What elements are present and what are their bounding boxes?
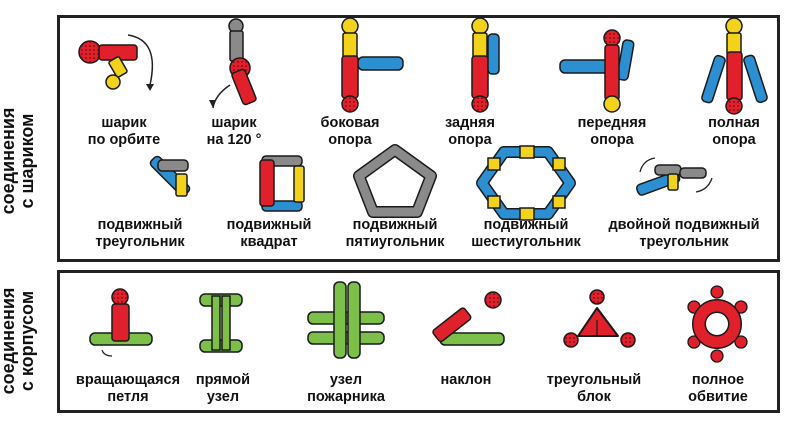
caption-triangle-block: треугольный блок — [534, 372, 654, 406]
caption-line: подвижный — [483, 217, 569, 233]
caption-line: квадрат — [240, 234, 298, 250]
caption-double-moving-triangle: двойной подвижный треугольник — [598, 217, 770, 251]
moving-square-figure — [259, 155, 305, 212]
ball-120-figure — [209, 18, 257, 109]
caption-full-support: полная опора — [694, 115, 774, 149]
caption-rear-support: задняя опора — [430, 115, 510, 149]
caption-moving-triangle: подвижный треугольник — [88, 217, 192, 251]
caption-line: шарик — [211, 115, 257, 131]
rotating-loop-figure — [89, 288, 153, 357]
caption-firefighter-knot: узел пожарника — [284, 372, 408, 406]
caption-line: двойной подвижный — [608, 217, 760, 233]
caption-line: обвитие — [688, 389, 748, 405]
moving-triangle-figure — [149, 155, 191, 197]
caption-orbit-ball: шарик по орбите — [76, 115, 172, 149]
incline-figure — [432, 291, 505, 346]
caption-line: пятиугольник — [345, 234, 445, 250]
caption-line: задняя — [445, 115, 495, 131]
caption-moving-hexagon: подвижный шестиугольник — [464, 217, 588, 251]
caption-line: треугольник — [95, 234, 185, 250]
moving-pentagon-figure — [353, 144, 437, 218]
moving-hexagon-figure — [476, 145, 576, 221]
rear-support-figure — [471, 17, 500, 113]
caption-line: опора — [590, 132, 634, 148]
side-support-figure — [341, 17, 404, 113]
square-knot-figure — [199, 293, 243, 353]
caption-moving-pentagon: подвижный пятиугольник — [335, 217, 455, 251]
caption-line: блок — [577, 389, 611, 405]
ball-connections-panel — [57, 15, 780, 262]
caption-ball-120: шарик на 120 ° — [196, 115, 272, 149]
caption-line: подвижный — [226, 217, 312, 233]
caption-line: петля — [107, 389, 149, 405]
caption-incline: наклон — [424, 372, 508, 389]
caption-line: шестиугольник — [471, 234, 581, 250]
caption-line: треугольный — [546, 372, 642, 388]
caption-line: пожарника — [307, 389, 385, 405]
caption-rotating-loop: вращающаяся петля — [62, 372, 194, 406]
caption-line: шарик — [101, 115, 147, 131]
triangle-block-figure — [563, 289, 636, 348]
caption-line: по орбите — [87, 132, 161, 148]
caption-line: узел — [206, 389, 240, 405]
caption-moving-square: подвижный квадрат — [214, 217, 324, 251]
caption-line: опора — [328, 132, 372, 148]
firefighter-knot-figure — [307, 281, 385, 359]
body-connections-panel — [57, 270, 780, 413]
caption-line: вращающаяся — [75, 372, 181, 388]
full-wrap-figure — [687, 285, 748, 363]
orbit-ball-figure — [78, 34, 154, 91]
full-support-figure — [701, 17, 768, 115]
caption-line: треугольник — [639, 234, 729, 250]
caption-square-knot: прямой узел — [190, 372, 256, 406]
caption-line: наклон — [440, 372, 492, 388]
caption-line: опора — [712, 132, 756, 148]
caption-line: полная — [708, 115, 760, 131]
caption-line: опора — [448, 132, 492, 148]
caption-line: на 120 ° — [206, 132, 262, 148]
double-moving-triangle-figure — [635, 157, 713, 196]
caption-side-support: боковая опора — [308, 115, 392, 149]
caption-line: прямой — [195, 372, 251, 388]
caption-line: полное — [691, 372, 745, 388]
caption-line: узел — [329, 372, 363, 388]
caption-line: передняя — [577, 115, 647, 131]
caption-front-support: передняя опора — [562, 115, 662, 149]
caption-line: боковая — [320, 115, 380, 131]
front-support-figure — [559, 29, 635, 113]
caption-line: подвижный — [352, 217, 438, 233]
caption-line: подвижный — [97, 217, 183, 233]
caption-full-wrap: полное обвитие — [674, 372, 762, 406]
